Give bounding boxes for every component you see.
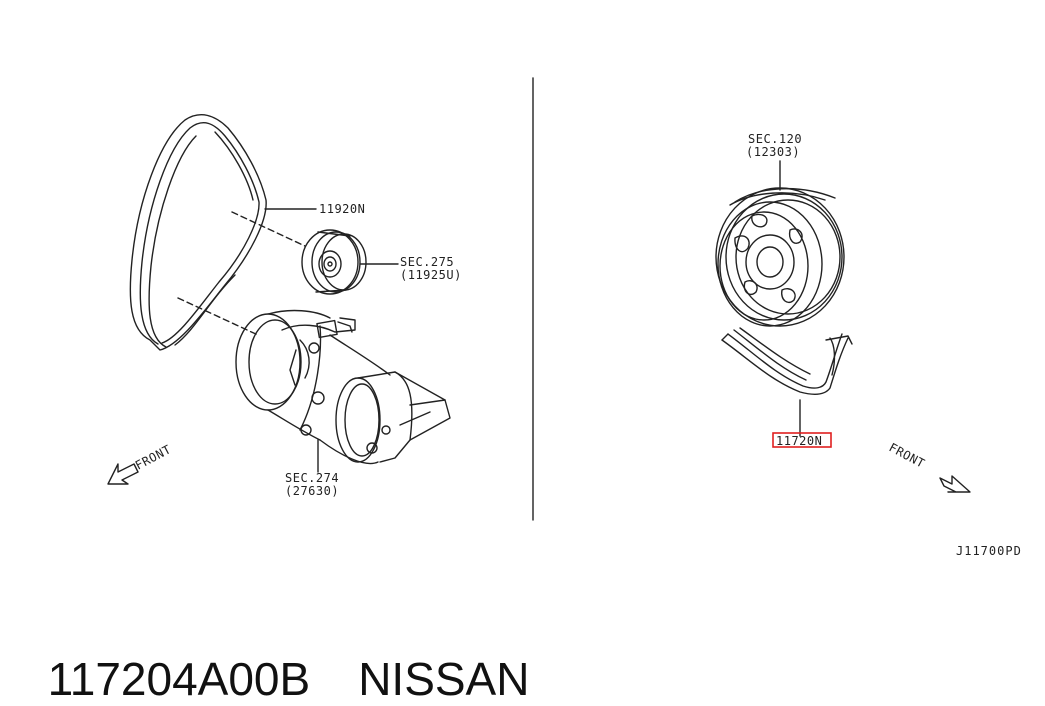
pulley-part-label: (12303)	[746, 145, 800, 159]
belt-label-highlight[interactable]	[772, 432, 832, 448]
belt-label-11720n[interactable]: 11720N	[776, 434, 822, 448]
idler-sec-label: SEC.275	[400, 255, 454, 269]
diagram-code: J11700PD	[956, 544, 1022, 558]
belt-label-11920n: 11920N	[319, 202, 365, 216]
idler-pulley	[301, 229, 367, 295]
crankshaft-pulley	[715, 187, 845, 327]
parts-diagram: 11920N SEC.275 (11925U) SEC.274 (27630) …	[107, 77, 1022, 558]
ac-compressor	[235, 309, 451, 465]
idler-part-label: (11925U)	[400, 268, 462, 282]
drive-belt-11920n	[129, 114, 267, 351]
front-label-right: FRONT	[887, 440, 928, 470]
brand-name: NISSAN	[358, 653, 530, 705]
front-label-left: FRONT	[133, 442, 174, 472]
part-caption: 117204A00B NISSAN	[22, 598, 530, 706]
drive-belt-11720n	[721, 327, 853, 396]
front-arrow-left-icon	[107, 463, 139, 485]
compressor-sec-label: SEC.274	[285, 471, 339, 485]
pulley-sec-label: SEC.120	[748, 132, 802, 146]
front-arrow-right-icon	[939, 475, 971, 493]
compressor-part-label: (27630)	[285, 484, 339, 498]
part-number: 117204A00B	[47, 653, 311, 705]
